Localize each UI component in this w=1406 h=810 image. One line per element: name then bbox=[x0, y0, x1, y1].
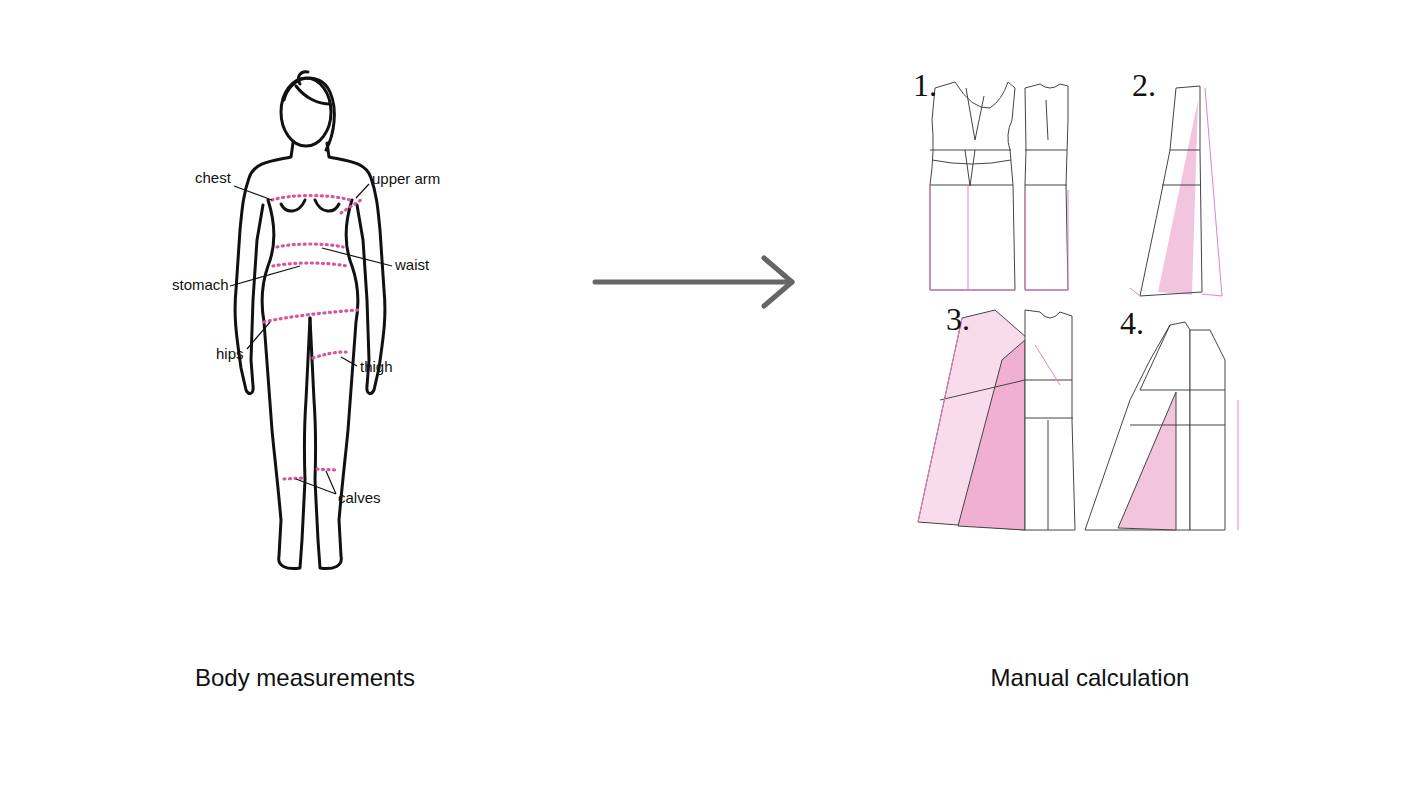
step-number: 3. bbox=[946, 302, 970, 337]
pattern-panel bbox=[918, 310, 1075, 530]
measurement-label: waist bbox=[395, 257, 429, 274]
measurement-label: thigh bbox=[360, 359, 393, 376]
arrow-shaft bbox=[595, 280, 792, 285]
pattern-panel-part bbox=[1158, 100, 1198, 295]
pattern-panel bbox=[1130, 86, 1222, 296]
measure-line bbox=[341, 198, 364, 213]
body-outline-part bbox=[281, 200, 305, 211]
leader-line bbox=[230, 266, 300, 286]
step-number: 2. bbox=[1132, 68, 1156, 103]
measure-line bbox=[277, 244, 343, 247]
body-outline bbox=[235, 143, 310, 569]
illustration-panel: Body measurements bbox=[150, 40, 592, 720]
pattern-panel-part bbox=[1130, 325, 1225, 425]
caption: Body measurements bbox=[150, 664, 460, 692]
pattern-panel bbox=[1085, 322, 1238, 530]
measure-line bbox=[273, 263, 347, 266]
measurement-label: stomach bbox=[172, 277, 229, 294]
flow-arrow bbox=[595, 258, 792, 306]
illustration-panel: Manual calculation bbox=[795, 40, 1385, 720]
caption: Manual calculation bbox=[795, 664, 1385, 692]
leader-line bbox=[356, 184, 369, 198]
pattern-panel-part bbox=[918, 310, 1035, 530]
pattern-panel-part bbox=[1130, 88, 1222, 296]
measure-line bbox=[264, 310, 358, 322]
measure-line bbox=[284, 478, 304, 479]
pattern-panel-part bbox=[958, 340, 1025, 530]
pattern-panel-part bbox=[930, 82, 1015, 290]
measure-line bbox=[317, 469, 336, 470]
measurement-label: upper arm bbox=[372, 171, 440, 188]
measure-line bbox=[272, 196, 350, 201]
pattern-panel-part bbox=[930, 185, 1068, 290]
leader-line bbox=[234, 186, 272, 200]
leader-line bbox=[322, 248, 392, 266]
step-number: 1. bbox=[913, 68, 937, 103]
pattern-panel-part bbox=[1025, 310, 1075, 530]
pattern-panel-part bbox=[1025, 100, 1067, 185]
pattern-panel-part bbox=[1238, 400, 1239, 530]
pattern-panel-part bbox=[940, 380, 1073, 530]
pattern-panel-part bbox=[1025, 84, 1068, 290]
measurement-label: chest bbox=[195, 170, 231, 187]
arrow-head bbox=[764, 258, 792, 306]
pattern-panel bbox=[930, 82, 1068, 290]
measurement-label: hips bbox=[216, 346, 244, 363]
pattern-panel-part bbox=[1118, 392, 1176, 530]
body-outline-part bbox=[262, 200, 310, 569]
body-outline-part bbox=[235, 143, 293, 393]
measurement-label: calves bbox=[338, 490, 381, 507]
pattern-panel-part bbox=[1140, 86, 1202, 296]
pattern-panel-part bbox=[918, 318, 1060, 522]
pattern-panel-part bbox=[1162, 150, 1201, 185]
body-outline bbox=[310, 143, 385, 569]
hair bbox=[284, 72, 334, 150]
leader-lines bbox=[230, 184, 392, 494]
pattern-panel-part bbox=[1085, 322, 1190, 530]
step-number: 4. bbox=[1120, 306, 1144, 341]
pattern-panel-part bbox=[1190, 330, 1225, 530]
leader-line bbox=[247, 322, 270, 349]
leader-line bbox=[296, 471, 336, 494]
pattern-panel-part bbox=[930, 88, 1013, 186]
measure-lines bbox=[264, 196, 364, 480]
leader-line bbox=[341, 357, 357, 366]
